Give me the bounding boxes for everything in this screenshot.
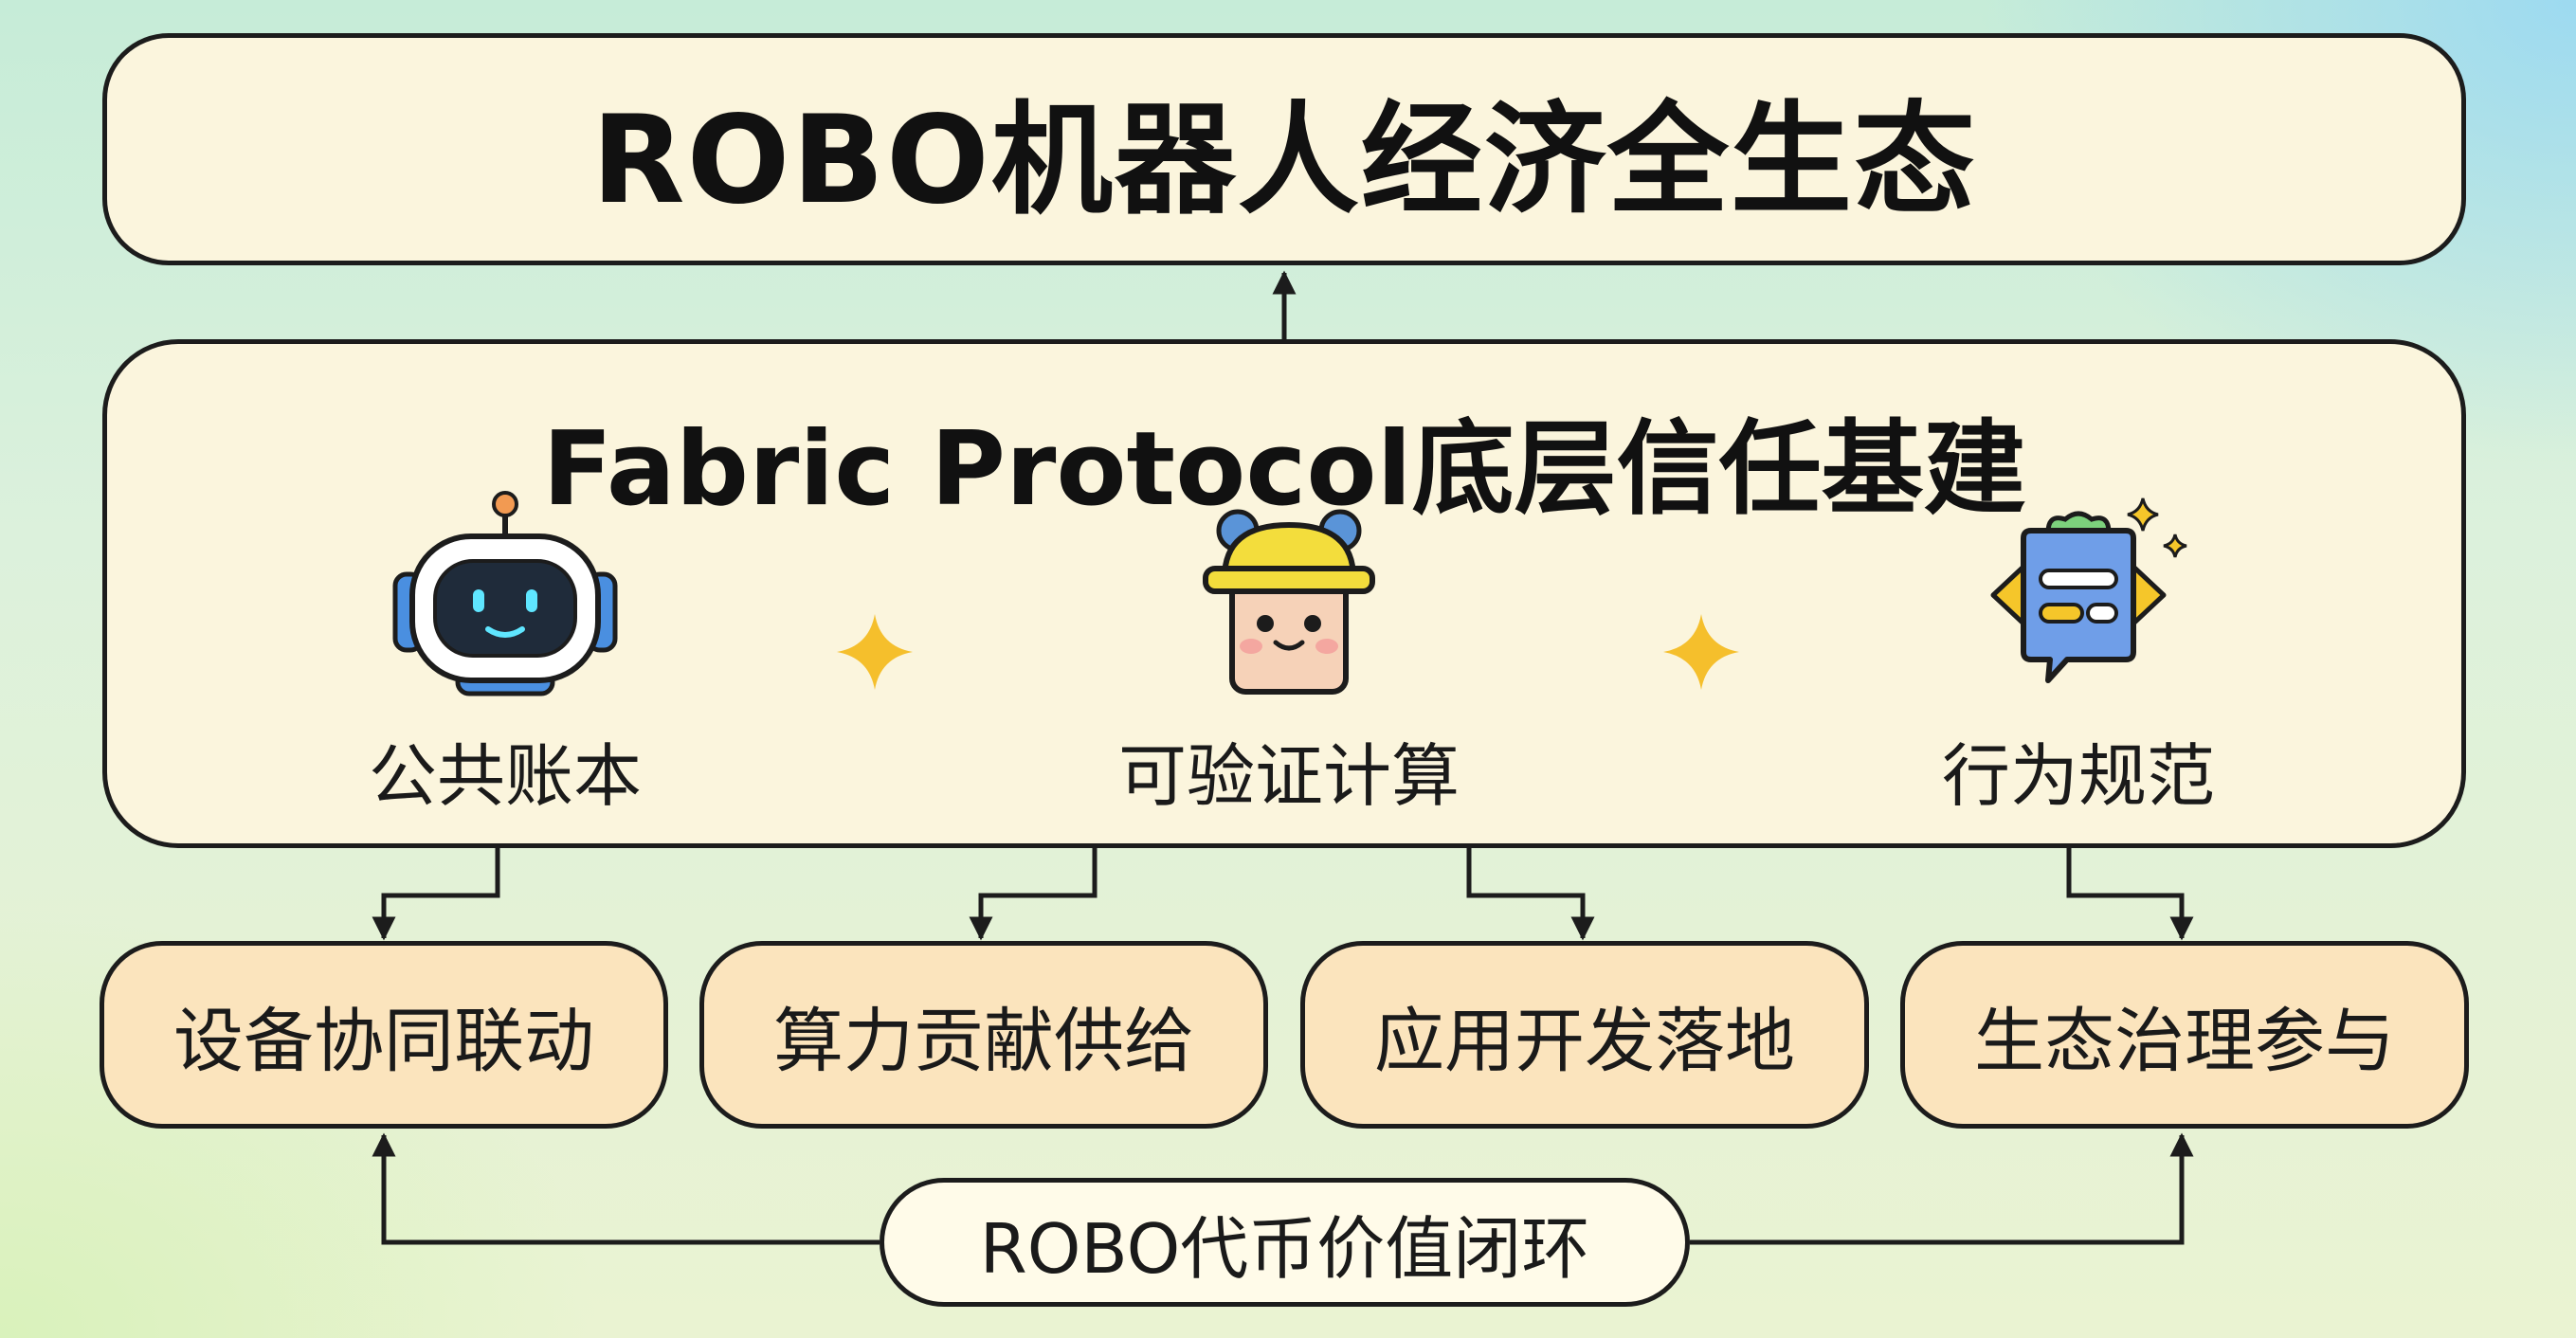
arrow-to-governance (2066, 848, 2194, 941)
app-label: 生态治理参与 (1974, 1000, 2395, 1082)
app-box-governance: 生态治理参与 (1900, 941, 2469, 1129)
ecosystem-title: ROBO机器人经济全生态 (591, 90, 1977, 231)
app-label: 算力贡献供给 (773, 1000, 1194, 1082)
ecosystem-box: ROBO机器人经济全生态 (102, 33, 2466, 265)
hardhat-face-icon (1203, 509, 1375, 695)
app-box-device-collaboration: 设备协同联动 (100, 941, 668, 1129)
arrow-token-to-device-collaboration (372, 1132, 880, 1245)
pillar-public-ledger: 公共账本 (306, 491, 704, 820)
robot-icon (392, 491, 618, 696)
app-box-app-development: 应用开发落地 (1300, 941, 1869, 1129)
diamond-icon (837, 614, 913, 690)
app-box-compute-supply: 算力贡献供给 (699, 941, 1268, 1129)
arrow-to-compute-supply (969, 848, 1098, 941)
infrastructure-title: Fabric Protocol底层信任基建 (542, 410, 2026, 529)
chat-bubble-icon (1990, 497, 2187, 683)
arrow-to-device-collaboration (372, 848, 500, 941)
app-label: 应用开发落地 (1374, 1000, 1795, 1082)
pillar-label: 可验证计算 (1117, 736, 1460, 816)
arrow-token-to-governance (1690, 1132, 2194, 1245)
app-label: 设备协同联动 (173, 1000, 594, 1082)
arrow-to-app-development (1466, 848, 1595, 941)
pillar-behavior-norms: 行为规范 (1879, 491, 2277, 820)
token-loop-box: ROBO代币价值闭环 (880, 1178, 1690, 1307)
token-loop-label: ROBO代币价值闭环 (979, 1208, 1590, 1289)
pillar-label: 行为规范 (1941, 736, 2215, 816)
diamond-icon (1663, 614, 1739, 690)
pillar-label: 公共账本 (368, 736, 642, 816)
pillar-verifiable-compute: 可验证计算 (1090, 491, 1488, 820)
infrastructure-box: Fabric Protocol底层信任基建 公共账本 (102, 339, 2466, 848)
